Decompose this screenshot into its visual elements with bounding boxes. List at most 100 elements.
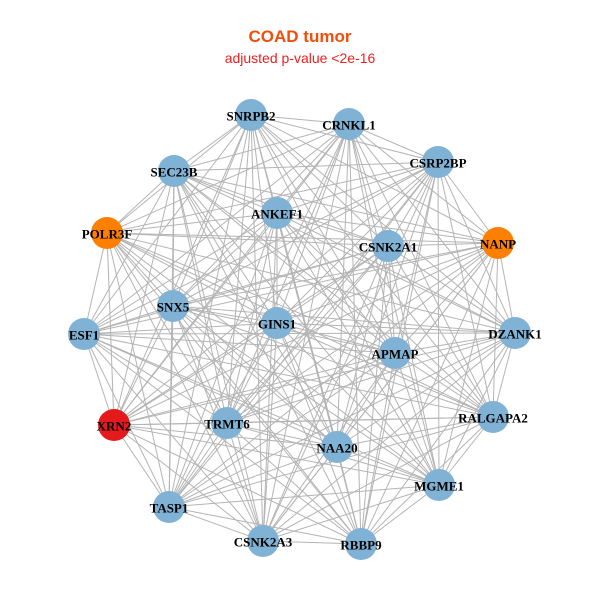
edge-ankef1-nanp [276, 212, 499, 244]
node-circle[interactable] [235, 99, 267, 131]
node-rbbp9[interactable]: RBBP9 [340, 528, 382, 560]
node-circle[interactable] [211, 407, 243, 439]
node-csnk2a1[interactable]: CSNK2A1 [359, 230, 418, 262]
node-label: GINS1 [258, 317, 296, 332]
edge-dzank1-trmt6 [226, 332, 516, 424]
edge-csrp2bp-trmt6 [226, 161, 439, 424]
edge-snx5-mgme1 [172, 305, 440, 486]
chart-subtitle: adjusted p-value <2e-16 [224, 50, 376, 66]
node-circle[interactable] [153, 491, 185, 523]
node-naa20[interactable]: NAA20 [316, 431, 358, 463]
node-circle[interactable] [157, 290, 189, 322]
edge-sec23b-xrn2 [113, 170, 175, 426]
edge-naa20-csnk2a3 [262, 446, 338, 542]
edge-csnk2a1-gins1 [276, 245, 389, 324]
node-circle[interactable] [321, 431, 353, 463]
node-label: SNRPB2 [226, 109, 275, 124]
node-apmap[interactable]: APMAP [372, 337, 419, 369]
edge-polr3f-rbbp9 [106, 232, 362, 545]
edge-nanp-gins1 [276, 242, 499, 324]
edge-polr3f-dzank1 [106, 232, 516, 334]
edge-snx5-rbbp9 [172, 305, 362, 545]
edge-gins1-mgme1 [276, 322, 440, 486]
node-circle[interactable] [333, 108, 365, 140]
edge-csnk2a1-xrn2 [113, 245, 389, 426]
edge-snrpb2-dzank1 [250, 114, 516, 334]
node-polr3f[interactable]: POLR3F [82, 217, 133, 249]
edge-snx5-gins1 [172, 305, 278, 324]
node-esf1[interactable]: ESF1 [68, 318, 100, 350]
edge-snx5-xrn2 [113, 305, 174, 426]
edge-apmap-ralgapa2 [394, 352, 494, 418]
edge-csrp2bp-gins1 [276, 161, 439, 324]
node-circle[interactable] [98, 409, 130, 441]
node-ralgapa2[interactable]: RALGAPA2 [458, 401, 528, 433]
node-csrp2bp[interactable]: CSRP2BP [409, 146, 467, 178]
node-trmt6[interactable]: TRMT6 [204, 407, 250, 439]
node-circle[interactable] [345, 528, 377, 560]
node-ankef1[interactable]: ANKEF1 [251, 197, 303, 229]
node-dzank1[interactable]: DZANK1 [488, 317, 542, 349]
node-circle[interactable] [422, 146, 454, 178]
edge-ankef1-xrn2 [113, 212, 278, 426]
edge-xrn2-tasp1 [113, 424, 170, 508]
node-mgme1[interactable]: MGME1 [414, 469, 464, 501]
node-label: NAA20 [316, 441, 357, 456]
node-circle[interactable] [477, 401, 509, 433]
edge-snx5-ralgapa2 [172, 305, 494, 418]
node-xrn2[interactable]: XRN2 [97, 409, 132, 441]
edge-sec23b-naa20 [173, 170, 338, 448]
edge-sec23b-trmt6 [173, 170, 228, 424]
node-label: RBBP9 [340, 538, 382, 553]
edge-polr3f-trmt6 [106, 232, 228, 424]
node-circle[interactable] [158, 155, 190, 187]
edge-xrn2-rbbp9 [113, 424, 362, 545]
node-label: CSRP2BP [409, 156, 466, 171]
node-circle[interactable] [68, 318, 100, 350]
edge-snrpb2-csnk2a1 [250, 114, 389, 247]
edge-ralgapa2-csnk2a3 [262, 416, 494, 542]
edge-trmt6-naa20 [226, 422, 338, 448]
node-nanp[interactable]: NANP [480, 227, 516, 259]
node-circle[interactable] [247, 525, 279, 557]
node-sec23b[interactable]: SEC23B [151, 155, 198, 187]
node-label: DZANK1 [488, 327, 541, 342]
edge-polr3f-ralgapa2 [106, 232, 494, 418]
edge-naa20-rbbp9 [336, 446, 362, 545]
edge-polr3f-esf1 [83, 232, 108, 335]
node-circle[interactable] [261, 307, 293, 339]
node-circle[interactable] [423, 469, 455, 501]
edge-gins1-naa20 [276, 322, 338, 448]
node-crnkl1[interactable]: CRNKL1 [322, 108, 376, 140]
edge-csrp2bp-ralgapa2 [437, 161, 494, 418]
node-gins1[interactable]: GINS1 [258, 307, 296, 339]
edge-crnkl1-csrp2bp [348, 123, 439, 163]
edge-ralgapa2-tasp1 [168, 416, 494, 508]
node-tasp1[interactable]: TASP1 [150, 491, 189, 523]
edge-esf1-mgme1 [83, 333, 440, 486]
edge-dzank1-apmap [394, 332, 516, 354]
node-circle[interactable] [261, 197, 293, 229]
node-label: TRMT6 [204, 417, 250, 432]
node-label: CSNK2A3 [234, 535, 293, 550]
edge-dzank1-mgme1 [438, 332, 516, 486]
node-circle[interactable] [499, 317, 531, 349]
node-snx5[interactable]: SNX5 [157, 290, 190, 322]
edge-csnk2a1-ralgapa2 [387, 245, 494, 418]
edge-ankef1-polr3f [106, 212, 278, 234]
edge-dzank1-rbbp9 [360, 332, 516, 545]
node-csnk2a3[interactable]: CSNK2A3 [234, 525, 293, 557]
edge-ankef1-ralgapa2 [276, 212, 494, 418]
edge-snrpb2-nanp [250, 114, 499, 244]
edge-apmap-xrn2 [113, 352, 396, 426]
node-circle[interactable] [482, 227, 514, 259]
edge-csnk2a1-rbbp9 [360, 245, 389, 545]
node-snrpb2[interactable]: SNRPB2 [226, 99, 276, 131]
edge-sec23b-gins1 [173, 170, 278, 324]
edge-snx5-tasp1 [168, 305, 174, 508]
edge-sec23b-csnk2a3 [173, 170, 264, 542]
node-circle[interactable] [372, 230, 404, 262]
edge-sec23b-esf1 [83, 170, 175, 335]
node-circle[interactable] [379, 337, 411, 369]
node-circle[interactable] [91, 217, 123, 249]
